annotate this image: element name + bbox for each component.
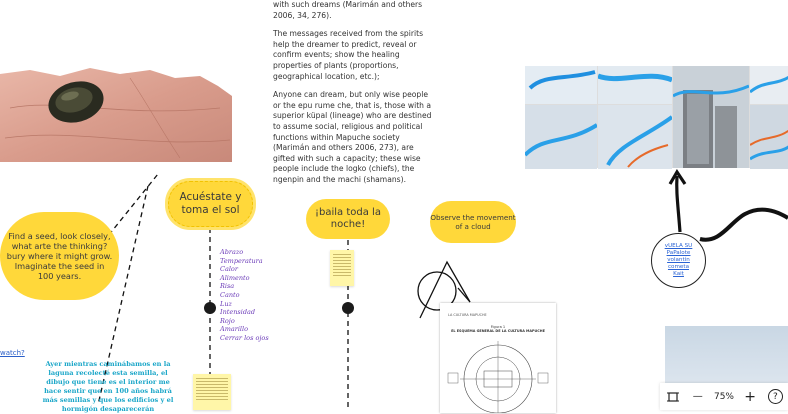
document-page[interactable]: LA CULTURA MAPUCHE Figura 1 EL ESQUEMA G… xyxy=(440,303,556,413)
word-list-item: Calor xyxy=(220,265,238,274)
zoom-level[interactable]: 75% xyxy=(713,391,734,402)
doc-diagram xyxy=(447,341,549,413)
zoom-toolbar: — 75% + ? xyxy=(660,383,788,410)
word-list-item: Cerrar los ojos xyxy=(220,333,269,342)
kite-photo[interactable] xyxy=(750,105,788,169)
help-icon[interactable]: ? xyxy=(766,388,784,406)
word-list-item: Alimento xyxy=(220,273,250,282)
fit-screen-icon[interactable] xyxy=(664,388,682,406)
word-list-item: Luz xyxy=(220,299,232,308)
arrow-up-icon xyxy=(668,168,687,185)
kite-photo[interactable] xyxy=(598,66,672,104)
article-paragraph: Anyone can dream, but only wise people o… xyxy=(273,90,432,184)
word-list-item: Amarillo xyxy=(220,325,248,334)
bubble-baila[interactable]: ¡baila toda la noche! xyxy=(306,199,390,239)
connector-dot xyxy=(342,302,354,314)
bubble-find-seed[interactable]: Find a seed, look closely, what arte the… xyxy=(0,212,119,300)
kite-photo[interactable] xyxy=(598,105,672,169)
kite-photo[interactable] xyxy=(525,105,597,169)
bubble-text: Observe the movement of a cloud xyxy=(430,213,516,231)
watch-link[interactable]: watch? xyxy=(0,349,25,357)
kite-word-link[interactable]: vUELA SU xyxy=(664,243,693,249)
word-list-item: Temperatura xyxy=(220,256,263,265)
doc-figure-label: Figura 1 xyxy=(490,325,506,329)
doc-header: LA CULTURA MAPUCHE xyxy=(448,313,487,317)
zoom-out-button[interactable]: — xyxy=(692,391,703,402)
help-glyph: ? xyxy=(767,389,783,404)
bubble-text: Find a seed, look closely, what arte the… xyxy=(6,231,113,281)
teal-note[interactable]: Ayer mientras caminábamos en la laguna r… xyxy=(42,360,174,413)
kite-word-link[interactable]: volantín xyxy=(667,257,690,263)
kite-photo[interactable] xyxy=(750,66,788,104)
bubble-observe-cloud[interactable]: Observe the movement of a cloud xyxy=(430,201,516,243)
article-paragraph: with such dreams (Marimán and others 200… xyxy=(273,0,423,20)
zoom-in-button[interactable]: + xyxy=(744,388,757,405)
bubble-text: ¡baila toda la noche! xyxy=(315,206,381,231)
kite-word-link[interactable]: Kaiț xyxy=(673,271,684,277)
connector-dot xyxy=(204,302,216,314)
word-list-item: Abrazo xyxy=(220,248,244,256)
word-list-item: Intensidad xyxy=(220,308,256,317)
word-list-item: Rojo xyxy=(220,316,235,325)
word-list-item: Canto xyxy=(220,290,240,299)
bubble-acuestate[interactable]: Acuéstate y toma el sol xyxy=(168,181,253,227)
sticky-note[interactable] xyxy=(330,250,354,286)
seed-photo[interactable] xyxy=(0,68,232,162)
sticky-note[interactable] xyxy=(193,374,231,410)
word-list-item: Risa xyxy=(220,282,235,291)
building-photo[interactable] xyxy=(673,66,749,169)
kite-photo[interactable] xyxy=(525,66,597,104)
kite-word-link[interactable]: cometa xyxy=(667,264,689,270)
photo-grid[interactable] xyxy=(525,66,788,169)
doc-figure-title: EL ESQUEMA GENERAL DE LA CULTURA MAPUCHE xyxy=(451,329,545,333)
bubble-text: Acuéstate y toma el sol xyxy=(179,191,242,216)
article-paragraph: The messages received from the spirits h… xyxy=(273,29,424,81)
article-text: with such dreams (Marimán and others 200… xyxy=(273,0,433,194)
kite-word-link[interactable]: PaPalote xyxy=(666,250,691,256)
